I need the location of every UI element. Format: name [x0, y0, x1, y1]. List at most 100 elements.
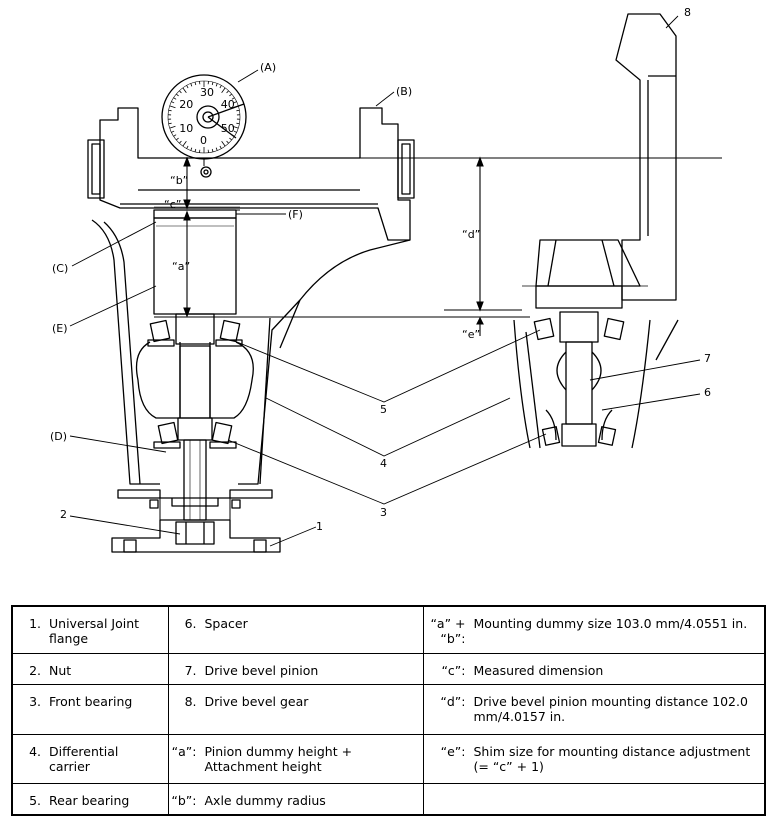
dimension-arrows: [183, 156, 484, 336]
gauge-tick-label: 40: [221, 98, 235, 111]
gauge-tick: [173, 134, 177, 137]
legend-cell: “c”: Measured dimension: [422, 653, 766, 686]
legend-key: “a” + “b”:: [430, 616, 466, 646]
legend-description: Front bearing: [49, 694, 133, 710]
pinion-shaft-right: [513, 311, 679, 449]
gauge-tick: [179, 90, 182, 94]
pinion-shaft-left: [147, 313, 243, 521]
gauge-tick: [190, 147, 193, 151]
legend-row: 3. Front bearing 8. Drive bevel gear “d”:Dri…: [11, 684, 766, 735]
leader-lines: [69, 15, 701, 547]
gauge-tick: [171, 101, 175, 104]
gauge-tick: [229, 137, 232, 141]
gauge-tick: [229, 93, 232, 97]
gauge-tick: [211, 148, 214, 152]
gauge-tick: [236, 109, 240, 112]
drive-bevel-gear: [522, 13, 677, 309]
callout-4: 4: [380, 457, 387, 470]
legend-cell: “d”:Drive bevel pinion mounting distance…: [422, 684, 766, 735]
callout-6: 6: [704, 386, 711, 399]
legend-cell: “a” + “b”: Mounting dummy size 103.0 mm/4…: [422, 605, 766, 655]
callout-a: (A): [260, 61, 276, 74]
legend-cell: “b”: Axle dummy radius: [167, 782, 424, 816]
legend-key: “b”:: [171, 792, 197, 808]
legend-row: 4.Differential carrier“a”:Pinion dummy h…: [11, 733, 766, 784]
gauge-tick: [219, 145, 222, 149]
gauge-tick: [219, 85, 222, 89]
legend-cell: “e”: Shim size for mounting distance adju…: [422, 733, 766, 784]
gauge-tick: [233, 101, 237, 104]
legend-cell: 3. Front bearing: [11, 684, 169, 735]
gauge-tick: [176, 93, 179, 97]
legend-description: Mounting dummy size 103.0 mm/4.0551 in.: [473, 616, 748, 631]
legend-description: Nut: [49, 663, 72, 679]
gauge-tick: [171, 130, 175, 133]
legend-cell: 1.Universal Joint flange: [11, 605, 169, 655]
legend-cell: “a”:Pinion dummy height + Attachment hei…: [167, 733, 424, 784]
legend-description: Rear bearing: [49, 792, 130, 808]
legend-description: Shim size for mounting distance adjustme…: [473, 743, 751, 774]
callout-b: (B): [396, 85, 412, 98]
legend-cell: 8. Drive bevel gear: [167, 684, 424, 735]
callout-8: 8: [684, 6, 691, 19]
gauge-tick: [233, 130, 237, 133]
dimension-d: “d”: [462, 228, 480, 241]
legend-description: Axle dummy radius: [204, 792, 326, 808]
legend-cell: [422, 782, 766, 816]
universal-joint-flange: [111, 489, 281, 553]
legend-description: Universal Joint flange: [49, 616, 140, 646]
gauge-tick: [231, 97, 235, 100]
dimension-a: “a”: [172, 260, 190, 273]
callout-f: (F): [288, 208, 303, 221]
gauge-tick: [182, 141, 187, 147]
legend-key: “e”:: [440, 743, 466, 759]
gauge-tick: [190, 83, 193, 87]
legend-key: 2.: [29, 663, 41, 679]
legend-description: Measured dimension: [473, 663, 604, 679]
gauge-tick: [221, 141, 226, 147]
legend-key: “c”:: [441, 663, 466, 679]
reference-lines: [138, 157, 722, 318]
gauge-tick: [169, 105, 176, 109]
dimension-b: “b”: [170, 174, 188, 187]
legend-key: “a”:: [171, 743, 197, 759]
gauge-tick-label: 10: [179, 122, 193, 135]
gauge-tick: [173, 97, 177, 100]
callout-5: 5: [380, 403, 387, 416]
axle-dummy: [87, 107, 415, 241]
callout-e: (E): [52, 322, 68, 335]
legend-key: 3.: [29, 694, 41, 710]
callout-2: 2: [60, 508, 67, 521]
gauge-tick-label: 20: [179, 98, 193, 111]
gauge-tick: [194, 148, 197, 152]
gauge-tick-label: 0: [200, 134, 207, 147]
callout-7: 7: [704, 352, 711, 365]
gauge-tick: [194, 82, 197, 86]
legend-key: “d”:: [440, 694, 466, 710]
legend-key: 8.: [184, 694, 197, 710]
legend-cell: 7.Drive bevel pinion: [167, 653, 424, 686]
dimension-e: “e”: [462, 328, 480, 341]
legend-description: Differential carrier: [49, 743, 119, 774]
gauge-tick: [179, 140, 182, 144]
legend-cell: 6.Spacer: [167, 605, 424, 655]
legend-row: 2. Nut 7.Drive bevel pinion “c”: Measured di…: [11, 653, 766, 686]
gauge-tick: [221, 87, 226, 93]
gauge-tick: [186, 145, 189, 149]
legend-description: Drive bevel gear: [204, 694, 309, 710]
gauge-tick: [211, 82, 214, 86]
gauge-tick-label: 50: [221, 122, 235, 135]
legend-cell: 2. Nut: [11, 653, 169, 686]
legend-key: 7.: [184, 663, 197, 679]
legend-cell: 5. Rear bearing: [11, 782, 169, 816]
differential-carrier-left: [91, 219, 411, 485]
legend-key: 5.: [29, 792, 41, 808]
legend-cell: 4.Differential carrier: [11, 733, 169, 784]
dimension-c: “c”: [164, 198, 181, 211]
gauge-tick: [215, 147, 218, 151]
gauge-tick: [215, 83, 218, 87]
